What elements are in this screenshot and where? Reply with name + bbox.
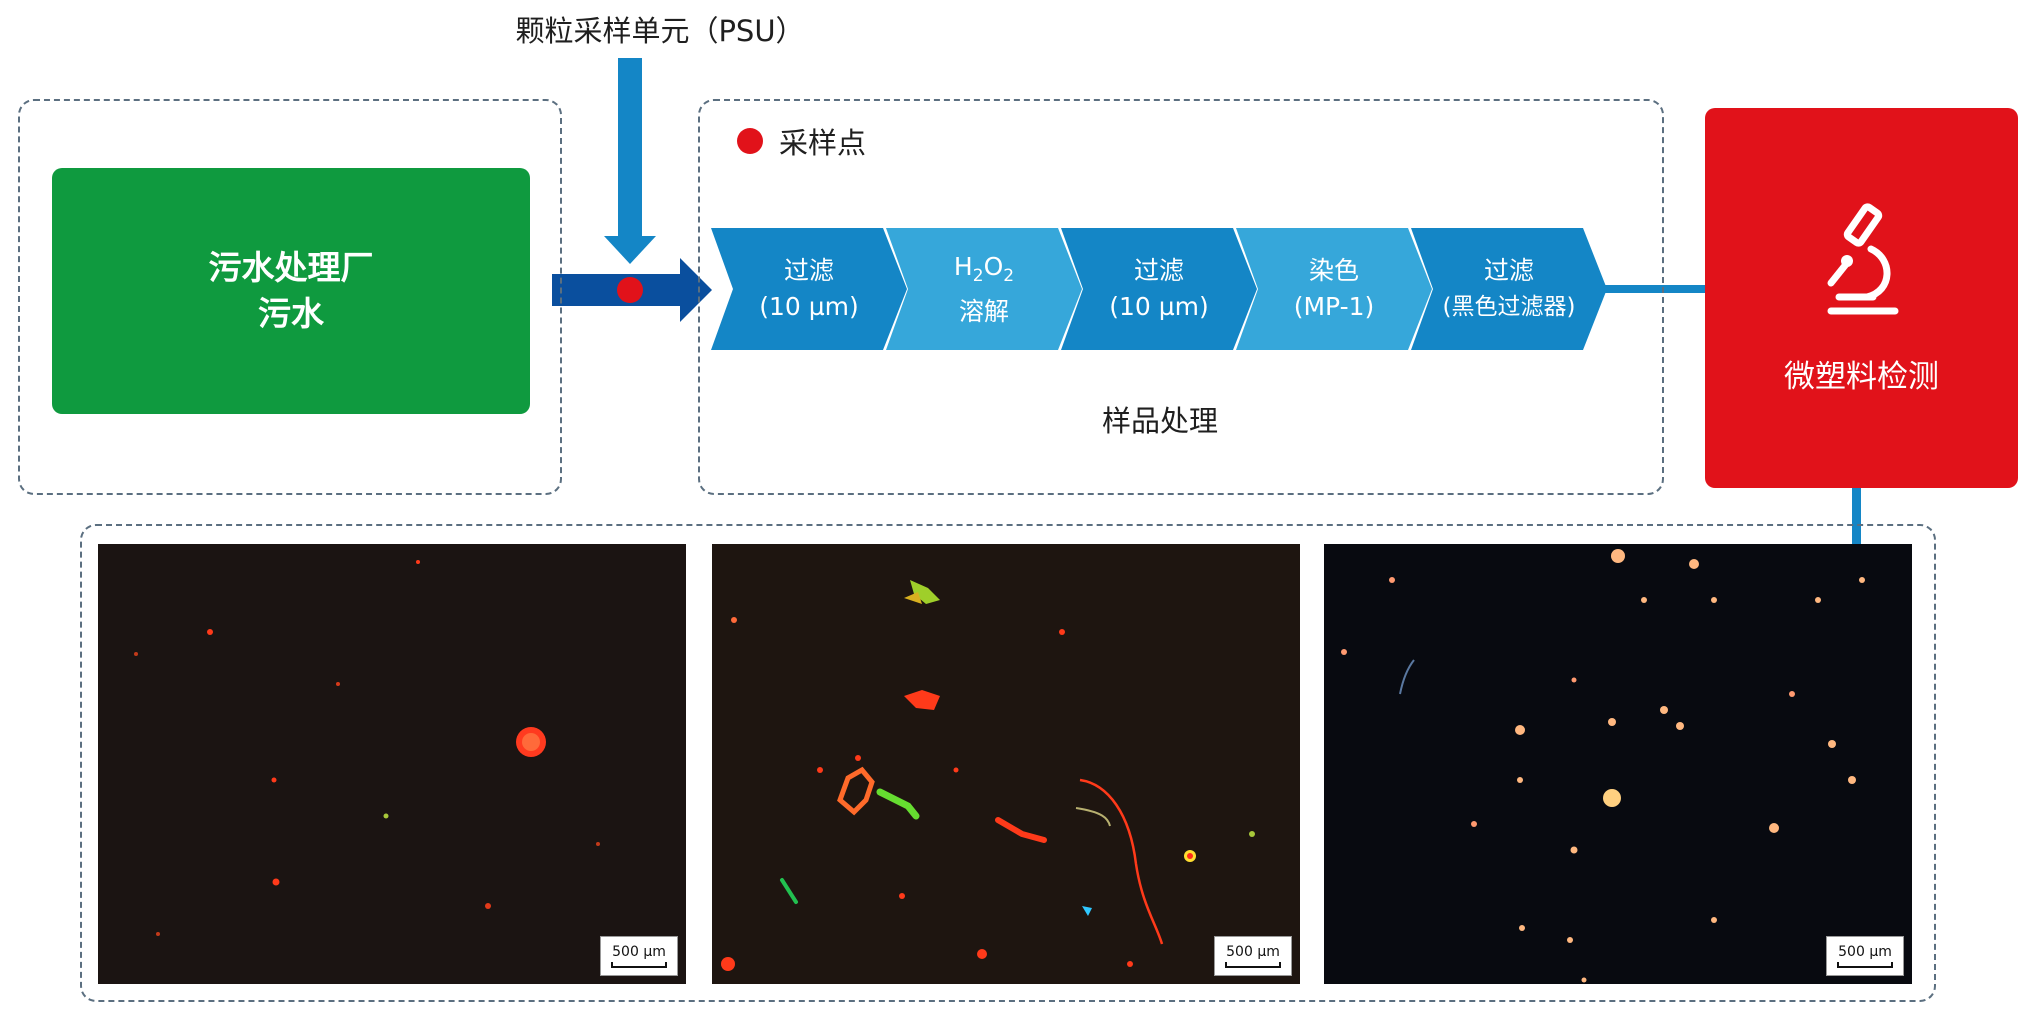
legend-label: 采样点 [779, 126, 867, 160]
micrograph-3: 500 µm [1324, 544, 1912, 984]
scale-bar-3: 500 µm [1826, 936, 1904, 976]
plant-label-2: 污水 [258, 294, 324, 333]
microscope-icon [1827, 202, 1898, 314]
scale-bar-1-label: 500 µm [612, 944, 666, 960]
microplastic-detection-box: 微塑料检测 [1705, 108, 2018, 488]
images-connector-line [1852, 488, 1861, 544]
micrograph-2-particles [721, 580, 1255, 971]
psu-down-arrow-head [604, 236, 656, 264]
plant-region [18, 99, 562, 495]
scale-bar-1-line [611, 962, 667, 968]
scale-bar-2: 500 µm [1214, 936, 1292, 976]
micrograph-2: 500 µm [712, 544, 1300, 984]
step-3-line1: 过滤 [1133, 256, 1184, 285]
detection-connector-line [1600, 285, 1706, 293]
sampling-point-legend: 采样点 [737, 120, 866, 162]
step-5-line2: (黑色过滤器) [1442, 294, 1576, 320]
wastewater-plant-box: 污水处理厂 污水 [52, 168, 530, 414]
step-filter-black: 过滤 (黑色过滤器) [1411, 228, 1607, 350]
images-region [80, 524, 1936, 1002]
sampling-point-dot [617, 277, 643, 303]
scale-bar-3-line [1837, 962, 1893, 968]
plant-label-1: 污水处理厂 [208, 248, 374, 287]
scale-bar-3-label: 500 µm [1838, 944, 1892, 960]
step-1-line1: 过滤 [783, 256, 834, 285]
step-filter-1: 过滤 (10 µm) [711, 228, 907, 350]
step-4-line1: 染色 [1308, 256, 1359, 285]
step-filter-2: 过滤 (10 µm) [1061, 228, 1257, 350]
step-3-line2: (10 µm) [1109, 292, 1209, 321]
step-5-line1: 过滤 [1483, 256, 1534, 285]
processing-region [698, 99, 1664, 495]
micrograph-1-particles [134, 560, 600, 936]
step-4-line2: (MP-1) [1293, 292, 1375, 321]
legend-dot [737, 128, 763, 154]
sample-processing-label: 样品处理 [1101, 404, 1218, 438]
scale-bar-2-line [1225, 962, 1281, 968]
step-2-line1: H2O2 [953, 251, 1015, 286]
micrograph-1: 500 µm [98, 544, 686, 984]
micrograph-3-particles [1341, 549, 1871, 983]
step-2-line2: 溶解 [958, 296, 1009, 326]
step-1-line2: (10 µm) [759, 292, 859, 321]
psu-title: 颗粒采样单元（PSU） [515, 14, 805, 48]
detection-label: 微塑料检测 [1784, 358, 1939, 395]
scale-bar-1: 500 µm [600, 936, 678, 976]
step-h2o2-digestion: H2O2 溶解 [886, 228, 1082, 350]
step-staining: 染色 (MP-1) [1236, 228, 1432, 350]
flow-arrow-head [680, 258, 712, 322]
scale-bar-2-label: 500 µm [1226, 944, 1280, 960]
psu-down-arrow-shaft [618, 58, 642, 238]
